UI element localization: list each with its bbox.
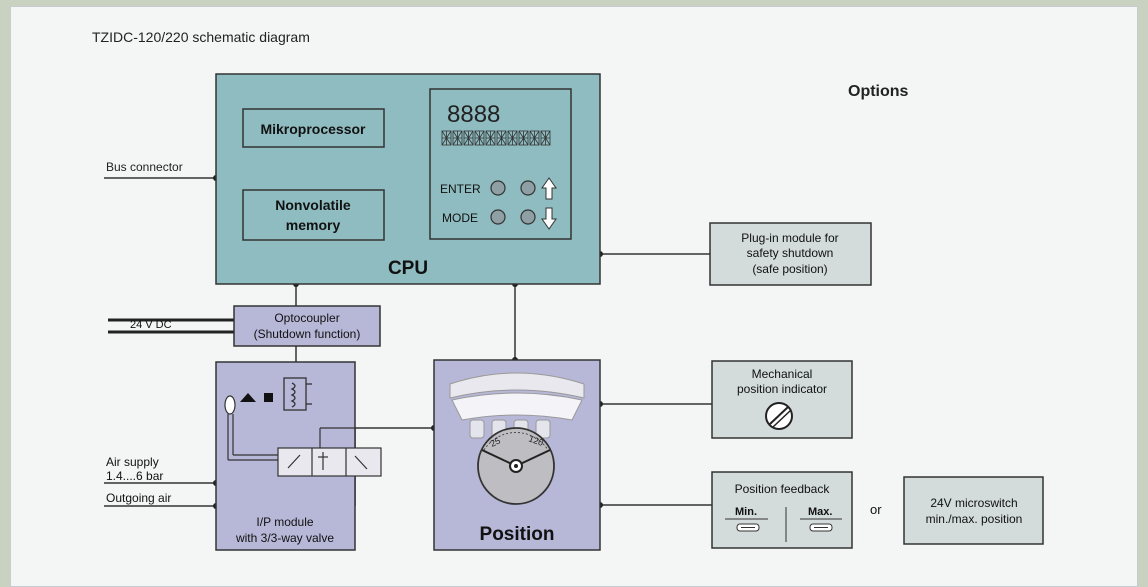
position-feedback-block: Position feedback Min. Max. [711,471,853,549]
triangle-icon [240,393,256,402]
bus-connector-label: Bus connector [106,160,183,174]
position-block: 25 120 Position [433,359,601,551]
scale-high-label: 120 [527,433,545,448]
diagram-title: TZIDC-120/220 schematic diagram [92,29,310,45]
valve-body [277,447,382,477]
optocoupler-line2: (Shutdown function) [254,327,361,341]
ip-module-line1: I/P module [256,515,313,529]
mech-indicator-line2: position indicator [737,382,827,396]
mech-indicator-block: Mechanical position indicator [711,360,853,439]
plugin-line3: (safe position) [752,262,827,276]
arrow-up-icon [541,177,557,200]
memory-box [242,189,385,241]
coil-icon [283,377,312,411]
display-digits: 8888 [447,101,500,128]
microswitch-block: 24V microswitch min./max. position [903,476,1044,545]
segment-display-row [441,130,551,146]
options-heading: Options [848,83,909,100]
nozzle-icon [224,395,236,415]
power-lines [108,318,234,334]
or-label: or [870,502,882,517]
feedback-label: Position feedback [735,482,831,496]
microprocessor-box [242,108,385,148]
flapper-icon [264,393,273,402]
feedback-min-label: Min. [735,506,757,518]
mode-label: MODE [442,211,478,225]
down-button[interactable] [520,209,536,225]
plugin-line1: Plug-in module for [741,231,838,245]
air-supply-line2: 1.4....6 bar [106,469,163,483]
plugin-module-block: Plug-in module for safety shutdown (safe… [709,222,872,286]
plugin-line2: safety shutdown [747,246,834,260]
position-label: Position [480,524,555,545]
microswitch-line2: min./max. position [926,512,1023,526]
arrow-down-icon [541,207,557,230]
microswitch-line1: 24V microswitch [930,496,1017,510]
mech-indicator-line1: Mechanical [752,367,813,381]
up-button[interactable] [520,180,536,196]
memory-label-line2: memory [286,217,341,233]
outgoing-air-label: Outgoing air [106,491,171,505]
feedback-max-label: Max. [808,506,832,518]
display-panel: 8888 ENTER MODE [429,88,572,240]
enter-label: ENTER [440,182,481,196]
optocoupler-line1: Optocoupler [274,311,339,325]
power-label: 24 V DC [130,319,172,331]
microprocessor-label: Mikroprocessor [260,121,366,137]
ip-module-block: I/P module with 3/3-way valve [215,361,382,551]
scale-low-label: 25 [489,436,502,449]
air-supply-line1: Air supply [106,455,159,469]
enter-button[interactable] [490,180,506,196]
memory-label-line1: Nonvolatile [275,197,351,213]
ip-module-line2: with 3/3-way valve [235,531,334,545]
mode-button[interactable] [490,209,506,225]
optocoupler-block: Optocoupler (Shutdown function) [233,305,381,347]
pilot-lines [227,414,355,461]
cpu-label: CPU [388,258,428,279]
